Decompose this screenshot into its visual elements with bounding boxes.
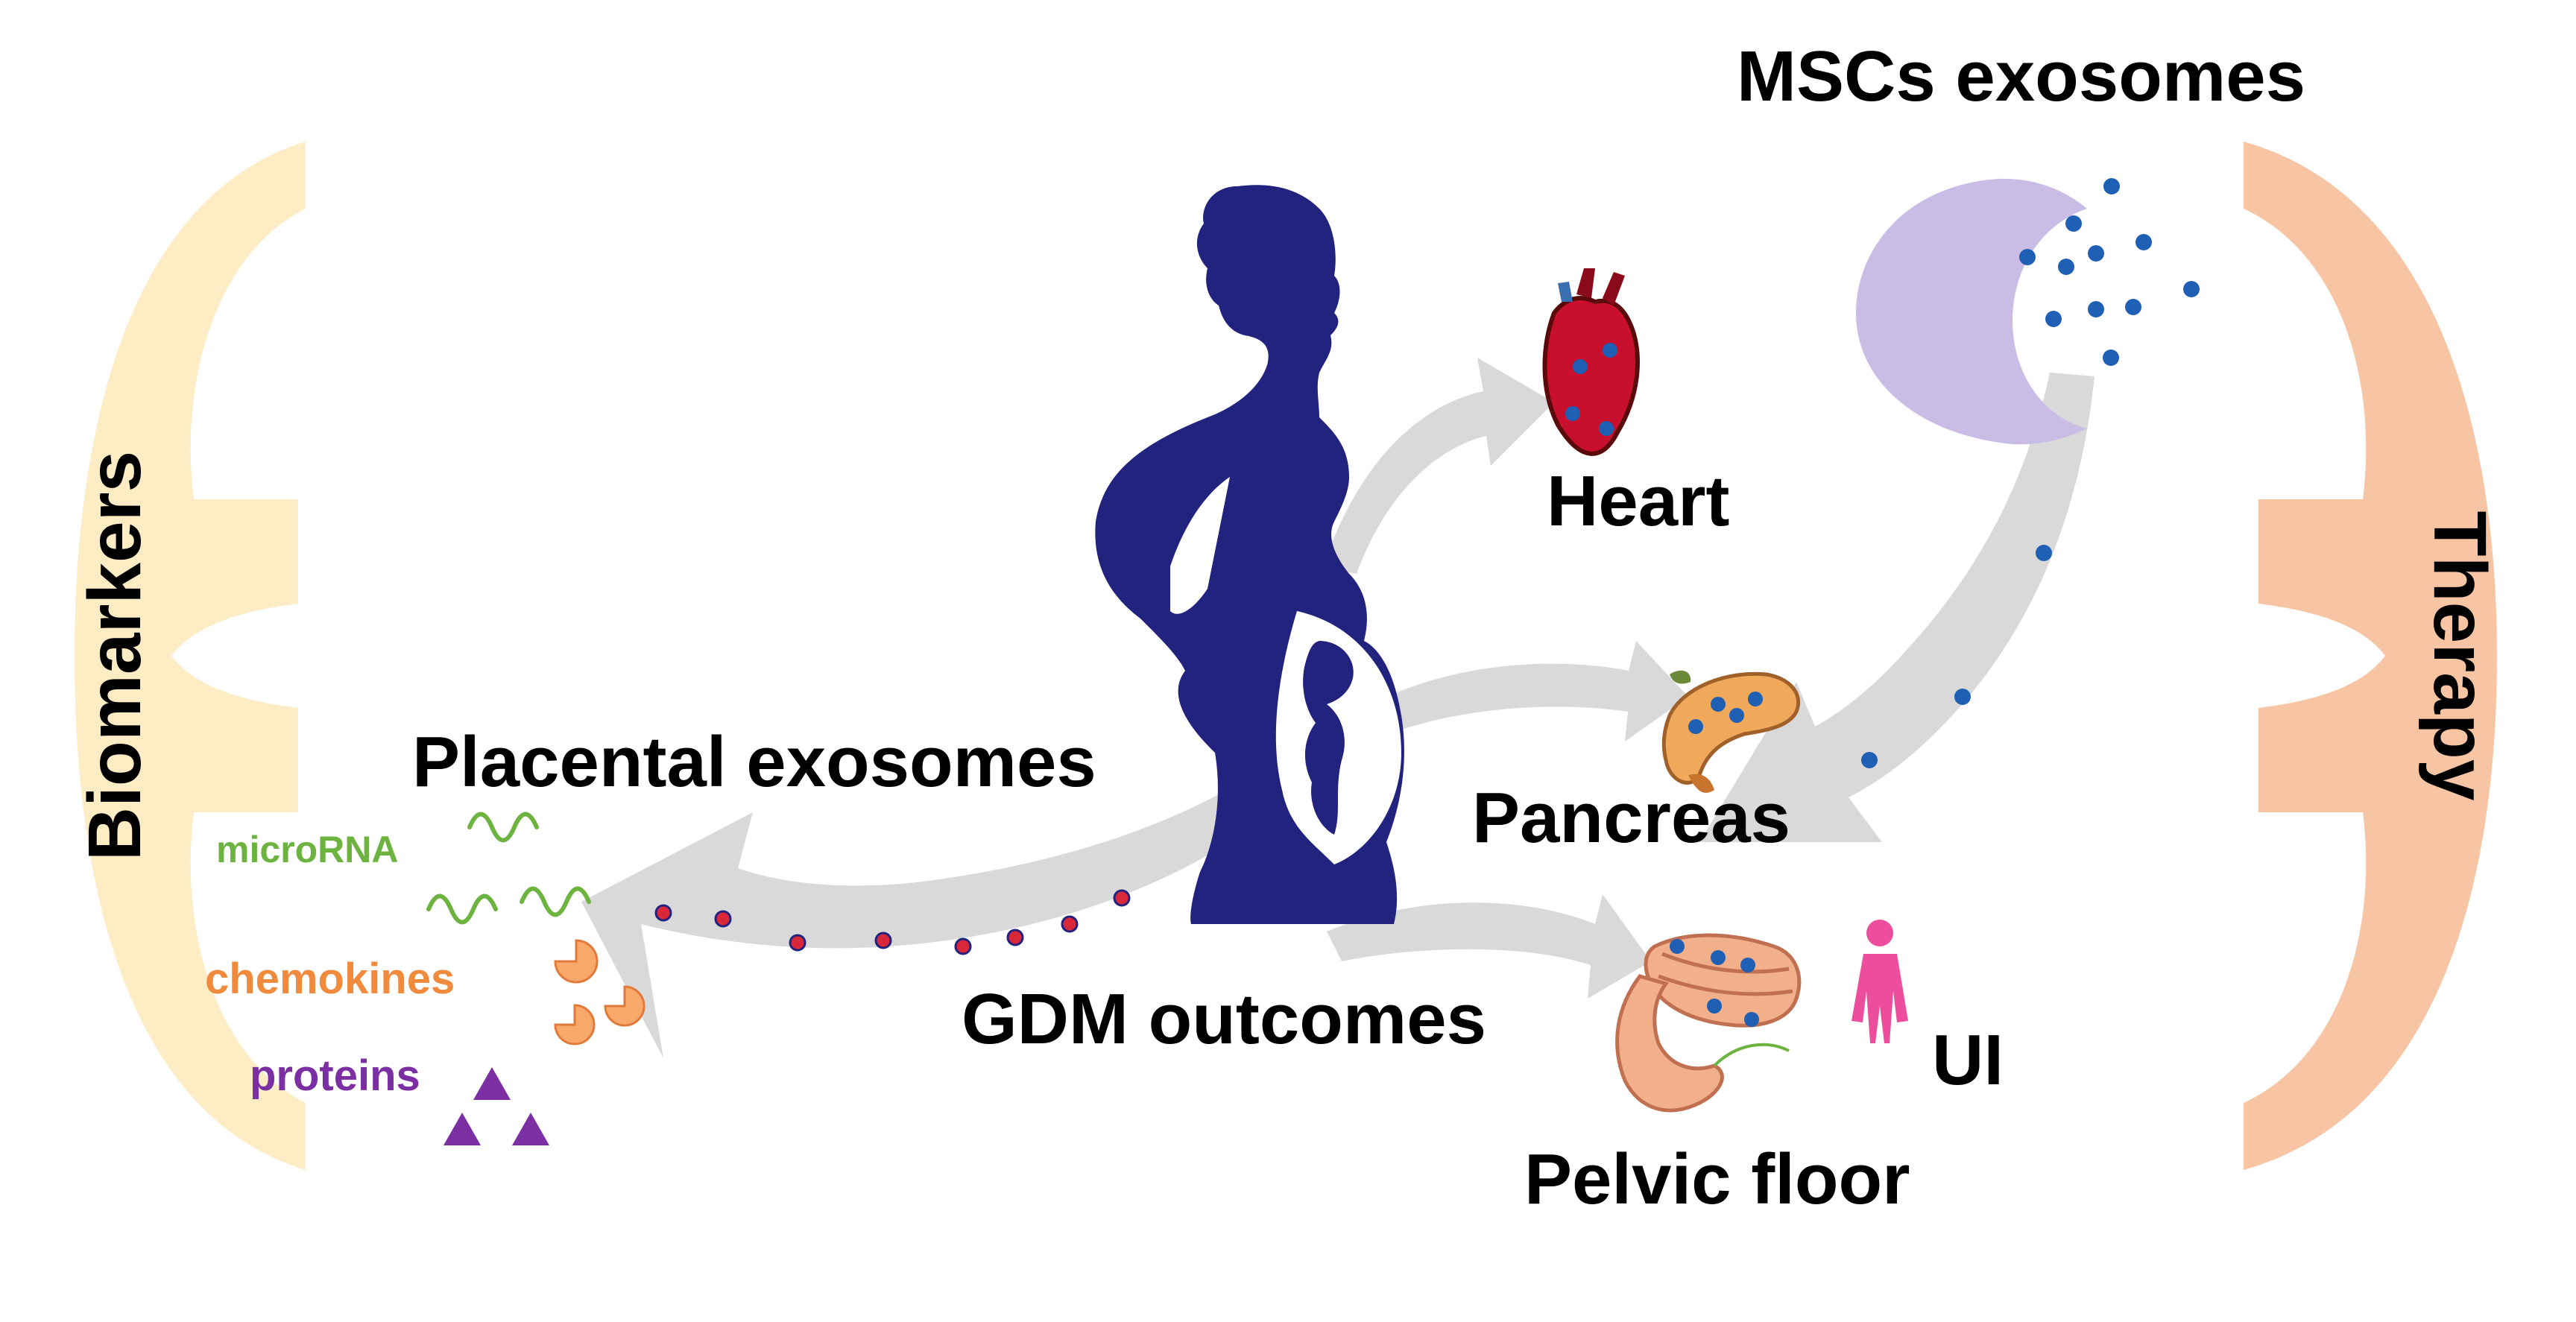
chemokines-icon [554,939,645,1046]
arrow-to-heart [1323,358,1554,574]
pregnant-woman-silhouette-icon [1095,185,1404,925]
pancreas-label: Pancreas [1472,778,1790,858]
pelvic-floor-muscle-icon [1615,933,1802,1113]
pelvic-floor-label: Pelvic floor [1524,1139,1910,1219]
arrow-placental-exosomes [581,730,1334,1058]
microrna-icon [426,812,591,925]
proteins-label: proteins [250,1051,420,1100]
therapy-bracket [2244,142,2497,1170]
heart-organ-icon [1542,268,1640,456]
placental-exosomes-label: Placental exosomes [412,722,1096,802]
arrows [581,358,2094,1058]
arrow-to-pelvic-floor [1327,894,1651,999]
ui-label: UI [1932,1020,2004,1100]
female-figure-icon [1852,920,1908,1043]
biomarkers-label: Biomarkers [73,450,157,861]
proteins-icon [443,1067,549,1145]
microrna-label: microRNA [216,829,399,870]
biomarkers-bracket [75,142,306,1170]
heart-label: Heart [1547,461,1730,541]
msc-exosome-dots [1861,178,2200,768]
arrow-msc-therapy [1699,373,2094,842]
msc-cell-icon [1856,178,2087,445]
msc-exosomes-label: MSCs exosomes [1737,37,2305,116]
arrow-to-pancreas [1364,641,1688,741]
therapy-label: Therapy [2418,510,2501,801]
gdm-outcomes-label: GDM outcomes [962,979,1487,1059]
chemokines-label: chemokines [205,955,455,1003]
placental-exosome-dots [654,889,1131,955]
pancreas-organ-icon [1661,670,1801,793]
